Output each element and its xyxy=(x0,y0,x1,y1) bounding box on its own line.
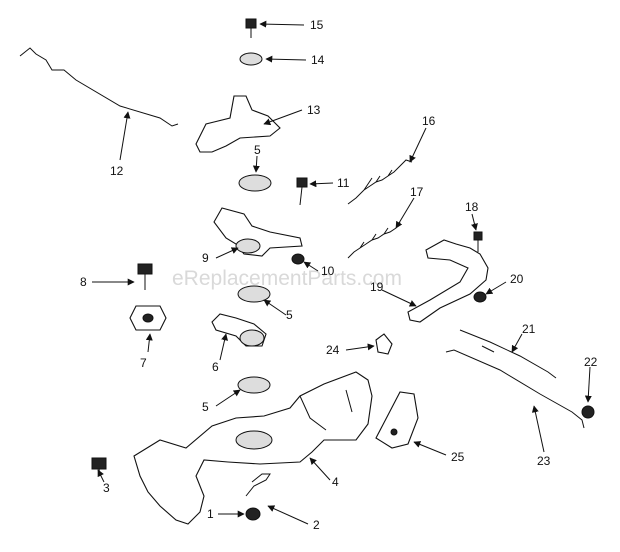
bracket-25 xyxy=(375,391,419,449)
callout-19: 19 xyxy=(370,280,384,294)
washer-5-middle xyxy=(237,285,271,303)
callout-10: 10 xyxy=(321,264,335,278)
washer-14 xyxy=(239,52,263,66)
callout-16: 16 xyxy=(422,114,436,128)
callout-20: 20 xyxy=(510,272,524,286)
callout-labels: 15 14 13 12 5 11 16 17 18 9 10 8 19 20 5… xyxy=(80,18,598,532)
watermark: eReplacementParts.com xyxy=(172,267,402,290)
bracket-hole-25 xyxy=(390,428,398,436)
bolt-11 xyxy=(296,177,308,206)
callout-18: 18 xyxy=(465,200,479,214)
nut-22 xyxy=(581,405,595,419)
callout-6: 6 xyxy=(212,360,219,374)
screw-18 xyxy=(473,231,483,252)
throttle-rod-23 xyxy=(445,349,585,429)
callout-7: 7 xyxy=(140,356,147,370)
callout-8: 8 xyxy=(80,275,87,289)
throttle-bracket-19 xyxy=(407,239,489,323)
callout-9: 9 xyxy=(202,251,209,265)
callout-5-middle: 5 xyxy=(286,308,293,322)
spring-16 xyxy=(347,159,413,205)
clip-nut-hole-7 xyxy=(142,313,154,323)
callout-13: 13 xyxy=(307,103,321,117)
choke-wire-spring-21 xyxy=(481,345,495,353)
screw-15 xyxy=(245,18,257,38)
choke-wire-21 xyxy=(459,329,557,379)
callout-17: 17 xyxy=(410,185,424,199)
callout-23: 23 xyxy=(537,454,551,468)
callout-14: 14 xyxy=(311,53,325,67)
bracket-13 xyxy=(195,95,281,153)
washer-5-bottom xyxy=(237,376,271,394)
callout-15: 15 xyxy=(310,18,324,32)
spring-17 xyxy=(347,221,401,259)
clip-24 xyxy=(375,333,393,355)
nut-1 xyxy=(245,507,261,521)
callout-3: 3 xyxy=(103,481,110,495)
lever-hub-6 xyxy=(239,329,265,347)
callout-1: 1 xyxy=(207,507,214,521)
spring-clip-2 xyxy=(245,473,271,497)
leader-lines xyxy=(92,20,592,525)
callout-5-top: 5 xyxy=(254,143,261,157)
callout-12: 12 xyxy=(110,164,124,178)
callout-24: 24 xyxy=(326,343,340,357)
callout-2: 2 xyxy=(313,518,320,532)
nut-10 xyxy=(291,253,305,265)
main-bracket-boss-4 xyxy=(235,430,273,450)
governor-link-rod xyxy=(19,47,179,127)
callout-22: 22 xyxy=(584,355,598,369)
bolt-3 xyxy=(91,457,107,477)
callout-5-bottom: 5 xyxy=(202,400,209,414)
washer-5-top xyxy=(238,174,272,192)
callout-11: 11 xyxy=(337,176,350,190)
callout-25: 25 xyxy=(451,450,465,464)
bolt-8 xyxy=(137,263,153,290)
nut-20 xyxy=(473,291,487,303)
main-bracket-edges-4 xyxy=(299,389,353,431)
lever-hub-9 xyxy=(235,238,261,254)
callout-4: 4 xyxy=(332,475,339,489)
callout-21: 21 xyxy=(522,322,536,336)
